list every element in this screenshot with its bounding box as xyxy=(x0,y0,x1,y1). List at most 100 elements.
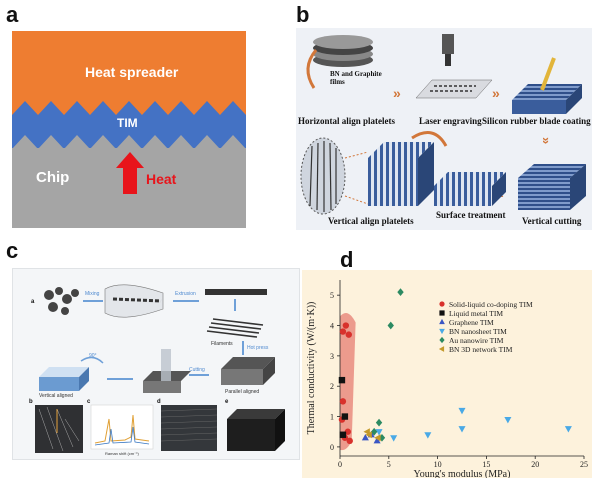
data-point xyxy=(424,432,432,439)
blade-coating-label: Silicon rubber blade coating xyxy=(482,116,591,126)
legend-marker xyxy=(439,336,445,344)
sub-e-label: e xyxy=(225,399,229,405)
vertical-cutting-label: Vertical cutting xyxy=(522,216,582,226)
panel-c-label: c xyxy=(6,238,19,263)
films-label: BN and Graphite films xyxy=(330,70,382,86)
platelets-icon xyxy=(44,287,79,315)
legend-entry: Au nanowire TIM xyxy=(449,336,504,345)
data-point xyxy=(363,428,370,436)
legend-entry: Solid-liquid co-doping TIM xyxy=(449,300,533,309)
data-point xyxy=(373,436,381,444)
panel-b-process: » » » « BN and Grap xyxy=(296,28,592,230)
data-point xyxy=(375,429,383,436)
data-point xyxy=(387,321,394,330)
tim-stack-diagram xyxy=(12,31,246,228)
blade-coating-icon xyxy=(512,57,582,114)
data-point xyxy=(374,434,381,442)
panel-a-label: a xyxy=(6,2,19,27)
x-tick-label: 10 xyxy=(434,460,442,469)
rotate-label: 90° xyxy=(89,353,97,359)
laser-engraving-label: Laser engraving xyxy=(419,116,482,126)
x-tick-label: 25 xyxy=(580,460,588,469)
fabrication-process-diagram: » » » « xyxy=(300,34,586,215)
vertical-aligned-label: Vertical aligned xyxy=(39,393,73,399)
extruder-icon xyxy=(104,284,164,318)
x-tick-label: 5 xyxy=(387,460,391,469)
data-point xyxy=(390,435,398,442)
legend-marker xyxy=(439,318,445,325)
tim-text: TIM xyxy=(117,116,138,130)
cut-block-icon xyxy=(143,349,191,393)
legend-marker xyxy=(439,310,445,316)
filament-single-icon xyxy=(205,289,267,295)
curved-arrow-icon xyxy=(306,49,318,89)
x-tick-label: 20 xyxy=(531,460,539,469)
heat-spreader-text: Heat spreader xyxy=(85,64,179,80)
sub-a-label: a xyxy=(31,299,35,305)
y-tick-label: 2 xyxy=(330,382,334,391)
y-tick-label: 4 xyxy=(330,322,334,331)
filaments-stack-icon xyxy=(206,318,264,338)
horizontal-align-label: Horizontal align platelets xyxy=(298,116,395,126)
vertical-align-label: Vertical align platelets xyxy=(328,216,414,226)
raman-axis-label: Raman shift (cm⁻¹) xyxy=(105,451,139,456)
vertical-block-icon xyxy=(39,367,89,391)
x-axis-label: Young's modulus (MPa) xyxy=(414,469,511,478)
y-tick-label: 5 xyxy=(330,291,334,300)
vertical-cutting-icon xyxy=(518,164,586,210)
sub-b-label: b xyxy=(29,399,33,405)
y-tick-label: 1 xyxy=(330,413,334,422)
legend-marker xyxy=(439,301,445,307)
data-point xyxy=(345,331,352,338)
hot-press-label: Hot press xyxy=(247,345,269,351)
legend-entry: Liquid metal TIM xyxy=(449,309,503,318)
tim-layer xyxy=(12,99,246,148)
extrusion-label: Extrusion xyxy=(175,291,196,297)
parallel-aligned-label: Parallel aligned xyxy=(225,389,260,395)
surface-treatment-label: Surface treatment xyxy=(436,210,506,220)
data-point xyxy=(342,322,350,329)
data-point xyxy=(361,433,369,441)
panel-c-process: a Mixing Extrusion Filaments Hot press P… xyxy=(12,268,300,460)
data-point xyxy=(344,428,352,435)
legend-entry: Graphene TIM xyxy=(449,318,494,327)
x-tick-label: 0 xyxy=(338,460,342,469)
heat-spreader-layer xyxy=(12,31,246,115)
data-point xyxy=(339,328,347,335)
mixing-label: Mixing xyxy=(85,291,100,297)
sem-image xyxy=(35,405,83,453)
parallel-block-icon xyxy=(221,357,275,385)
panel-d-label: d xyxy=(340,247,354,272)
chevron-right-icon: » xyxy=(393,85,401,101)
laser-engraver-icon xyxy=(415,34,493,99)
heat-arrow-icon xyxy=(116,152,144,194)
extrusion-process-diagram xyxy=(35,284,285,453)
legend-entry: BN 3D network TIM xyxy=(449,345,513,354)
black-block-image xyxy=(227,409,285,451)
data-point xyxy=(341,413,349,420)
y-tick-label: 0 xyxy=(330,443,334,452)
curved-arrow-icon xyxy=(411,131,448,147)
y-axis-label: Thermal conductivity (W/(m·K)) xyxy=(306,302,317,435)
vertical-aligned-cube-icon xyxy=(368,142,434,206)
chevron-right-icon: » xyxy=(492,85,500,101)
surface-treatment-icon xyxy=(434,172,506,206)
legend-entry: BN nanosheet TIM xyxy=(449,327,507,336)
magnified-platelets-icon xyxy=(300,137,346,215)
data-point xyxy=(365,431,372,439)
sub-d-label: d xyxy=(157,399,161,405)
data-point xyxy=(346,437,353,445)
data-point xyxy=(504,417,512,424)
data-point xyxy=(338,376,346,384)
legend-marker xyxy=(438,346,445,352)
films-stack-icon xyxy=(313,35,373,67)
panel-a-schematic: Heat spreader TIM Chip Heat xyxy=(12,31,246,228)
data-point xyxy=(375,418,383,427)
data-point xyxy=(458,426,466,433)
data-point xyxy=(339,431,347,438)
chip-text: Chip xyxy=(36,169,70,186)
legend-marker xyxy=(439,328,445,335)
chevron-down-icon: » xyxy=(539,137,554,144)
